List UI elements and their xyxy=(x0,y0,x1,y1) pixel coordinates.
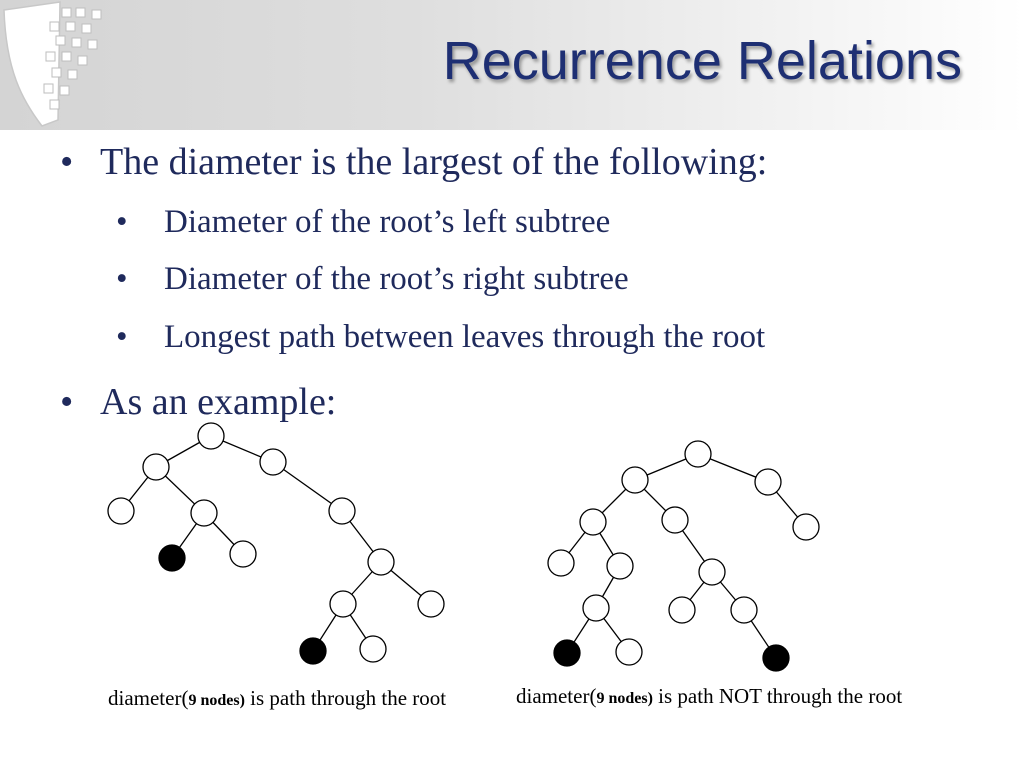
tree-node xyxy=(329,590,357,618)
bullet-text: The diameter is the largest of the follo… xyxy=(100,141,768,183)
tree-node xyxy=(259,448,287,476)
tree-node xyxy=(417,590,445,618)
tree-node xyxy=(328,497,356,525)
tree-node xyxy=(359,635,387,663)
sub-bullet-item: • Diameter of the root’s left subtree xyxy=(116,204,610,241)
right-tree-caption: diameter(9 nodes) is path NOT through th… xyxy=(516,684,902,709)
caption-prefix: diameter( xyxy=(108,686,189,710)
bullet-dot: • xyxy=(116,319,128,355)
tree-node xyxy=(754,468,782,496)
tree-node xyxy=(615,638,643,666)
slide-header: Recurrence Relations xyxy=(0,0,1024,130)
tree-node xyxy=(606,552,634,580)
tree-right xyxy=(547,440,820,672)
tree-node xyxy=(190,499,218,527)
tree-node xyxy=(730,596,758,624)
sub-bullet-text: Diameter of the root’s right subtree xyxy=(164,261,629,297)
tree-node xyxy=(698,558,726,586)
left-tree-caption: diameter(9 nodes) is path through the ro… xyxy=(108,686,446,711)
caption-prefix: diameter( xyxy=(516,684,597,708)
bullet-text: As an example: xyxy=(100,381,337,423)
caption-count: 9 nodes) xyxy=(188,692,245,709)
tree-node xyxy=(547,549,575,577)
tree-node xyxy=(367,548,395,576)
tree-node-highlighted xyxy=(158,544,186,572)
bullet-dot: • xyxy=(116,204,128,240)
tree-left xyxy=(107,422,445,665)
tree-node xyxy=(142,453,170,481)
tree-node xyxy=(684,440,712,468)
bullet-item: • As an example: xyxy=(60,380,336,424)
tree-node xyxy=(661,506,689,534)
page-title: Recurrence Relations xyxy=(442,31,962,91)
bullet-dot: • xyxy=(60,381,74,423)
tree-node xyxy=(621,466,649,494)
tree-node xyxy=(792,513,820,541)
tree-edge xyxy=(272,461,343,512)
bullet-item: • The diameter is the largest of the fol… xyxy=(60,140,767,184)
tree-node xyxy=(107,497,135,525)
tree-node xyxy=(197,422,225,450)
bullet-dot: • xyxy=(60,141,74,183)
sub-bullet-text: Diameter of the root’s left subtree xyxy=(164,204,611,240)
caption-suffix: is path NOT through the root xyxy=(658,684,903,708)
tree-node xyxy=(229,540,257,568)
tree-node xyxy=(579,508,607,536)
tree-node-highlighted xyxy=(553,639,581,667)
sub-bullet-item: • Longest path between leaves through th… xyxy=(116,319,765,356)
tree-node xyxy=(668,596,696,624)
caption-count: 9 nodes) xyxy=(596,690,653,707)
tree-node-highlighted xyxy=(762,644,790,672)
sub-bullet-text: Longest path between leaves through the … xyxy=(164,319,766,355)
tree-node-highlighted xyxy=(299,637,327,665)
tree-node xyxy=(582,594,610,622)
bullet-dot: • xyxy=(116,261,128,297)
sub-bullet-item: • Diameter of the root’s right subtree xyxy=(116,261,629,298)
logo-shield-icon xyxy=(3,1,102,127)
caption-suffix: is path through the root xyxy=(250,686,447,710)
